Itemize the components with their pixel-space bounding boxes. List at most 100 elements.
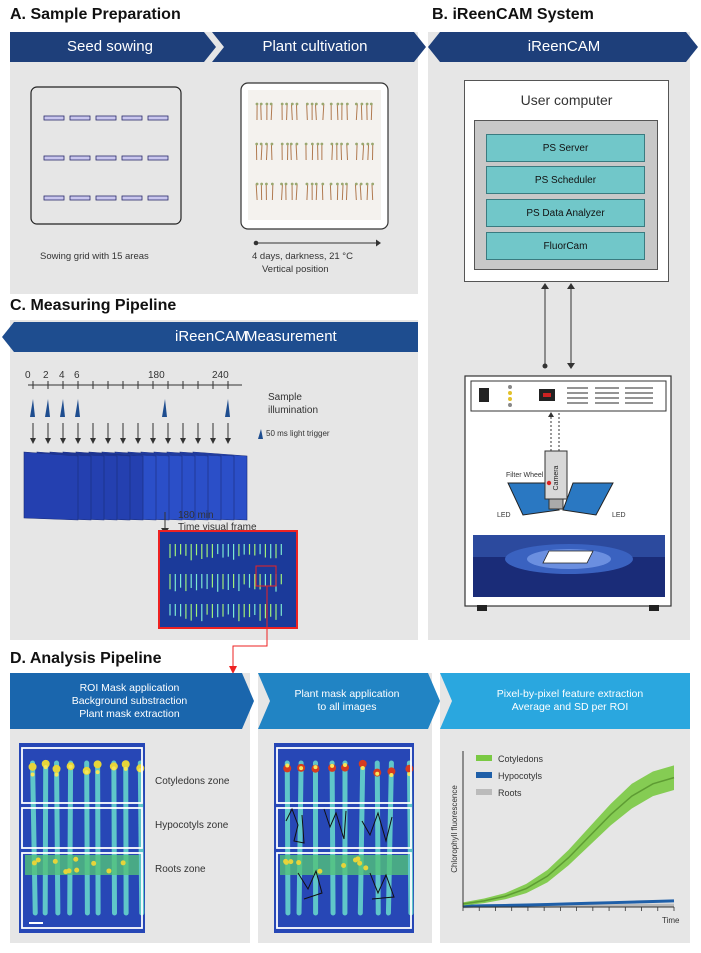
roi-plant [84, 760, 90, 916]
sowing-slot [69, 155, 91, 161]
seedling [345, 183, 348, 201]
seedling-leaf [371, 182, 375, 186]
seedling [290, 143, 292, 161]
roi-plant [357, 760, 366, 916]
zone-roots: Roots zone [155, 864, 206, 875]
seedling [295, 183, 298, 201]
led-left-label: LED [497, 512, 511, 519]
seedling-leaf [355, 142, 358, 146]
seedling-leaf [346, 142, 349, 146]
timeline [28, 381, 242, 444]
seedling-leaf [310, 102, 314, 106]
legend-label-hypocotyls: Hypocotyls [498, 771, 543, 781]
frame-down-arrowhead [210, 438, 216, 444]
seedling-leaf [280, 102, 284, 106]
frame-time: 180 min [178, 510, 214, 521]
seedling-leaf [354, 102, 358, 106]
module-ps-server: PS Server [486, 134, 645, 162]
fluorcam-device: Camera [464, 375, 672, 611]
seedling [340, 143, 343, 161]
seedling-leaf [305, 182, 309, 186]
roi-cotyledon [121, 760, 130, 769]
seedling-leaf [340, 142, 343, 146]
light-trigger [30, 399, 35, 417]
roi-plant [374, 760, 381, 916]
user-computer-label: User computer [520, 92, 613, 108]
plant-mask-image [274, 743, 414, 933]
sowing-slot [43, 115, 65, 121]
roi-plant [30, 760, 38, 916]
legend-swatch-hypocotyls [476, 772, 492, 778]
section-d-title: D. Analysis Pipeline [10, 650, 162, 667]
time-arrow [253, 239, 381, 247]
seedling-leaf [259, 102, 263, 106]
seedling-leaf [340, 182, 344, 186]
module-ps-data-analyzer: PS Data Analyzer [486, 199, 645, 227]
seedling [366, 183, 369, 201]
y-axis-label: Chlorophyll fluorescence [450, 785, 459, 873]
seedling-leaf [295, 102, 299, 106]
connection-arrows [541, 283, 575, 369]
frame-down-arrowhead [45, 438, 51, 444]
tick-4: 4 [59, 370, 65, 381]
seedling [367, 143, 370, 161]
frame-down-arrowhead [120, 438, 126, 444]
light-trigger [45, 399, 50, 417]
sowing-slot [121, 115, 143, 121]
roi-cotyledon [41, 759, 50, 768]
tick-0: 0 [25, 370, 31, 381]
filter-wheel-label: Filter Wheel [506, 472, 544, 479]
cultivation-conditions: 4 days, darkness, 21 °C [252, 251, 353, 262]
seedling-leaf [295, 142, 299, 146]
frame-down-arrowhead [165, 438, 171, 444]
seedling-leaf [365, 102, 369, 106]
seedling [270, 143, 273, 161]
module-fluorcam: FluorCam [486, 232, 645, 260]
legend-swatch-roots [476, 789, 492, 795]
sowing-slot [69, 195, 91, 201]
illumination-line1: Sample [268, 392, 302, 403]
seedling [356, 143, 358, 161]
seedling [306, 183, 309, 201]
tick-180: 180 [148, 370, 165, 381]
seedling-leaf [265, 182, 268, 186]
seedling [336, 103, 339, 121]
sowing-slot [95, 155, 117, 161]
seedling-leaf [359, 182, 363, 186]
seedling-leaf [280, 142, 284, 146]
seedling-leaf [285, 102, 288, 106]
step1-line1: ROI Mask application [79, 682, 180, 694]
light-trigger [225, 399, 230, 417]
seedling [295, 103, 298, 121]
sowing-slot [69, 115, 91, 121]
series-line-cotyledons [462, 776, 675, 905]
seedling [329, 183, 332, 201]
seedling-leaf [320, 142, 324, 146]
plant-cultivation-label: Plant cultivation [262, 38, 368, 55]
sowing-slot [147, 115, 169, 121]
roi-cotyledon [28, 762, 37, 771]
sowing-slot [95, 115, 117, 121]
seedling-leaf [336, 102, 340, 106]
seedling-leaf [345, 102, 349, 106]
seedling [341, 183, 344, 201]
tick-2: 2 [43, 370, 49, 381]
seedling [354, 183, 357, 201]
roi-cotyledon [109, 762, 118, 771]
seedling [346, 143, 348, 161]
seedling-leaf [270, 142, 274, 146]
frame-down-arrowhead [105, 438, 111, 444]
roi-cotyledon [283, 764, 292, 773]
analysis-banner [10, 673, 690, 729]
seedling-leaf [255, 102, 259, 106]
time-visual-frame [158, 530, 298, 629]
seedling-leaf [280, 182, 283, 186]
seedling [265, 143, 268, 161]
seedling [331, 143, 334, 161]
seedling-leaf [314, 102, 318, 106]
frame-down-arrowhead [135, 438, 141, 444]
measuring-banner-right: Measurement [245, 328, 337, 345]
sowing-grid [30, 86, 182, 225]
seedling [314, 103, 317, 121]
seedling [255, 183, 258, 201]
